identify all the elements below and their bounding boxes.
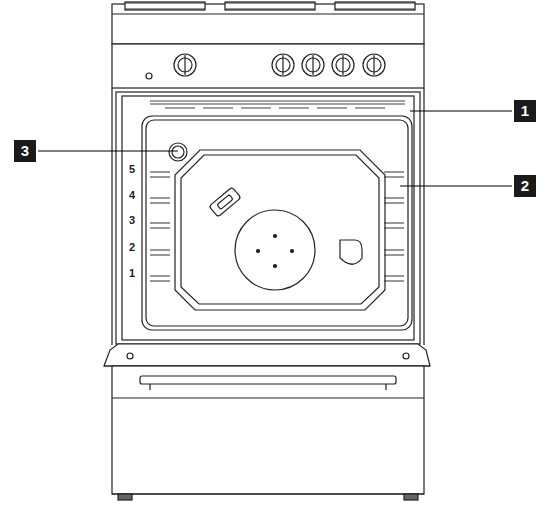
- foot: [404, 494, 418, 500]
- ignition-button: [146, 73, 152, 79]
- callout-number: 2: [514, 175, 536, 197]
- shelf-runners: [150, 172, 404, 281]
- callout-number: 3: [14, 140, 36, 162]
- control-panel: [112, 44, 424, 88]
- pan-support: [225, 2, 315, 10]
- shelf-level-number: 1: [128, 267, 136, 279]
- leader-lines: [38, 111, 512, 186]
- oven-frame: [116, 92, 420, 344]
- shelf-level-number: 4: [128, 189, 136, 201]
- drawer-handle: [140, 376, 396, 384]
- pan-support: [125, 2, 205, 10]
- foot: [118, 494, 132, 500]
- oven-lamp: [169, 143, 187, 161]
- callout-number: 1: [514, 100, 536, 122]
- back-panel: [175, 150, 385, 310]
- control-knobs: [174, 54, 385, 76]
- pan-support: [335, 2, 415, 10]
- fan-cover: [235, 210, 315, 290]
- shelf-level-number: 3: [128, 214, 136, 226]
- shelf-level-number: 2: [128, 241, 136, 253]
- fan-outlet: [340, 240, 362, 264]
- oven-door: [104, 344, 430, 366]
- probe-socket: [209, 187, 241, 217]
- grill-element: [150, 101, 405, 108]
- shelf-level-number: 5: [128, 163, 136, 175]
- storage-drawer: [112, 366, 424, 494]
- oven-cavity: [142, 116, 412, 330]
